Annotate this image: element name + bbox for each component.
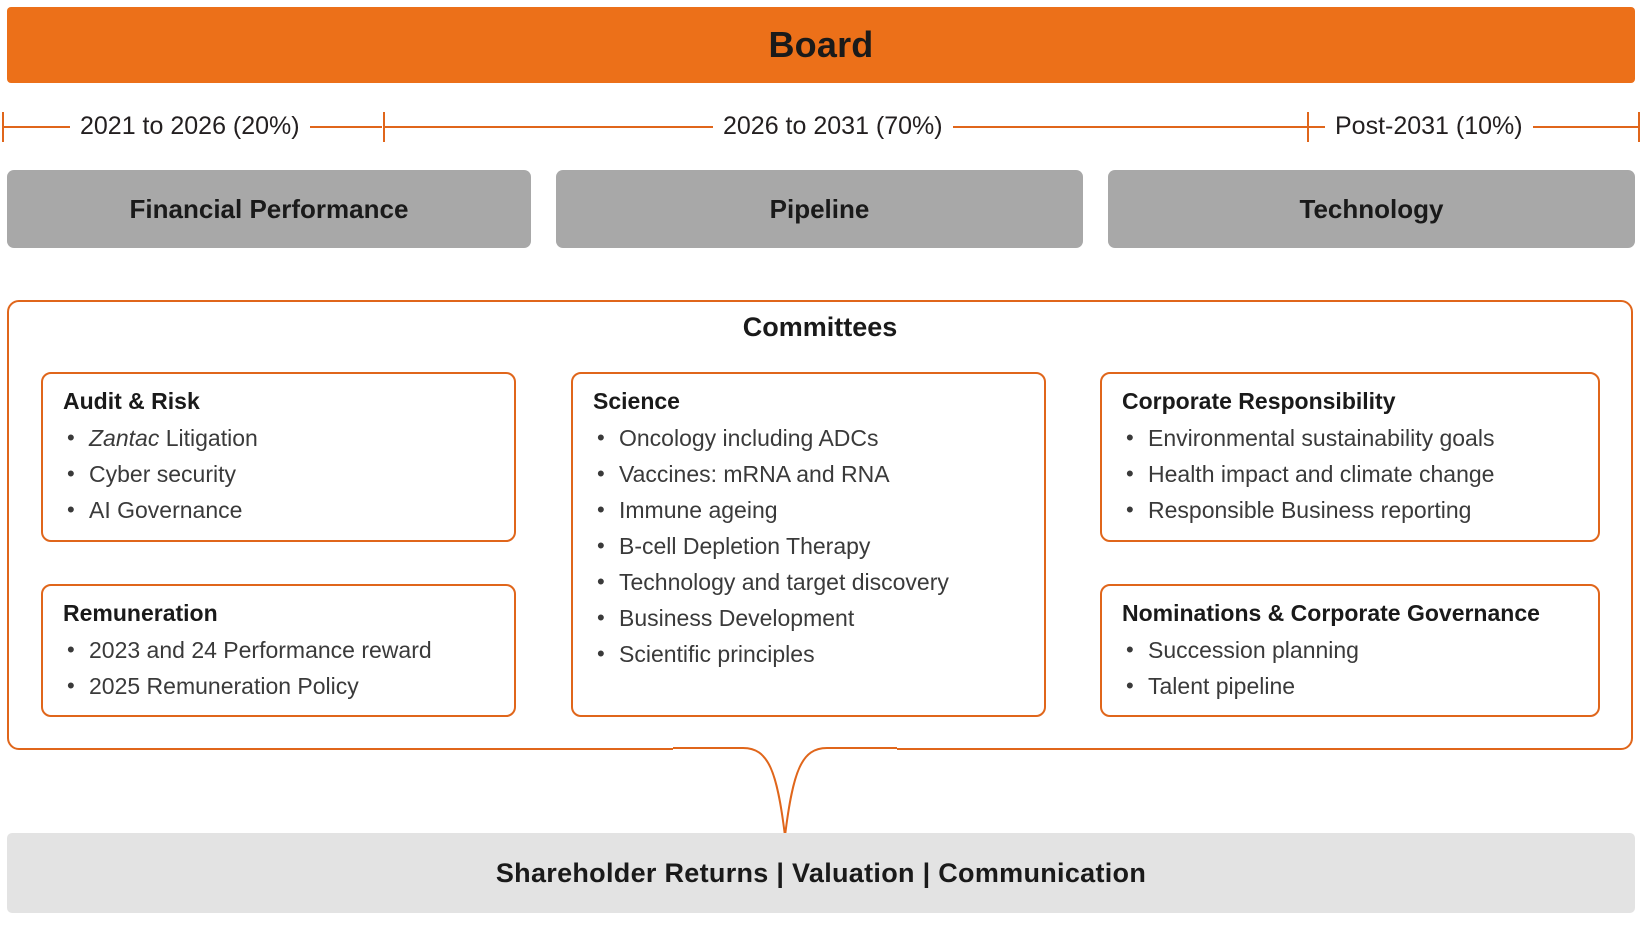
card-title: Nominations & Corporate Governance xyxy=(1122,600,1540,626)
list-item: Business Development xyxy=(591,600,1026,636)
committee-card-nominations-governance[interactable]: Nominations & Corporate Governance Succe… xyxy=(1100,584,1600,717)
pillar-pipeline[interactable]: Pipeline xyxy=(556,170,1083,248)
list-item-text: Litigation xyxy=(159,424,258,451)
timeline-tick-2026 xyxy=(383,112,385,142)
list-item: Talent pipeline xyxy=(1120,668,1580,704)
list-item: Cyber security xyxy=(61,456,496,492)
card-bullet-list: Zantac Litigation Cyber security AI Gove… xyxy=(61,420,496,528)
list-item: Environmental sustainability goals xyxy=(1120,420,1580,456)
card-bullet-list: Environmental sustainability goals Healt… xyxy=(1120,420,1580,528)
footer-text: Shareholder Returns | Valuation | Commun… xyxy=(495,857,1147,888)
pillar-label: Pipeline xyxy=(769,193,870,224)
list-item: Scientific principles xyxy=(591,636,1026,672)
committee-card-corporate-responsibility[interactable]: Corporate Responsibility Environmental s… xyxy=(1100,372,1600,542)
timeline-label-3: Post-2031 (10%) xyxy=(1325,106,1533,146)
list-item: B-cell Depletion Therapy xyxy=(591,528,1026,564)
board-header-bar: Board xyxy=(7,7,1635,83)
list-item: Immune ageing xyxy=(591,492,1026,528)
timeline-tick-end xyxy=(1638,112,1640,142)
card-title: Corporate Responsibility xyxy=(1122,388,1396,414)
footer-bar: Shareholder Returns | Valuation | Commun… xyxy=(7,833,1635,913)
timeline-tick-start xyxy=(2,112,4,142)
card-title: Science xyxy=(593,388,680,414)
committees-title: Committees xyxy=(742,312,898,342)
list-item: Health impact and climate change xyxy=(1120,456,1580,492)
list-item: Zantac Litigation xyxy=(61,420,496,456)
list-item: Vaccines: mRNA and RNA xyxy=(591,456,1026,492)
list-item: AI Governance xyxy=(61,492,496,528)
card-title: Audit & Risk xyxy=(63,388,200,414)
list-item: Responsible Business reporting xyxy=(1120,492,1580,528)
list-item: 2023 and 24 Performance reward xyxy=(61,632,496,668)
pillar-row: Financial Performance Pipeline Technolog… xyxy=(0,170,1642,250)
list-item: Succession planning xyxy=(1120,632,1580,668)
timeline-tick-2031 xyxy=(1307,112,1309,142)
pillar-technology[interactable]: Technology xyxy=(1108,170,1635,248)
list-item-emphasis: Zantac xyxy=(89,424,160,451)
board-title: Board xyxy=(768,24,874,65)
committee-card-audit-risk[interactable]: Audit & Risk Zantac Litigation Cyber sec… xyxy=(41,372,516,542)
list-item: Oncology including ADCs xyxy=(591,420,1026,456)
card-bullet-list: 2023 and 24 Performance reward 2025 Remu… xyxy=(61,632,496,704)
pillar-label: Financial Performance xyxy=(129,193,409,224)
card-bullet-list: Succession planning Talent pipeline xyxy=(1120,632,1580,704)
committee-card-science[interactable]: Science Oncology including ADCs Vaccines… xyxy=(571,372,1046,717)
list-item: 2025 Remuneration Policy xyxy=(61,668,496,704)
timeline-label-1: 2021 to 2026 (20%) xyxy=(70,106,310,146)
committee-card-remuneration[interactable]: Remuneration 2023 and 24 Performance rew… xyxy=(41,584,516,717)
pillar-financial-performance[interactable]: Financial Performance xyxy=(7,170,531,248)
timeline-label-2: 2026 to 2031 (70%) xyxy=(713,106,953,146)
strategy-timeline: 2021 to 2026 (20%) 2026 to 2031 (70%) Po… xyxy=(0,100,1642,152)
card-bullet-list: Oncology including ADCs Vaccines: mRNA a… xyxy=(591,420,1026,672)
card-title: Remuneration xyxy=(63,600,218,626)
list-item: Technology and target discovery xyxy=(591,564,1026,600)
pillar-label: Technology xyxy=(1299,193,1444,224)
